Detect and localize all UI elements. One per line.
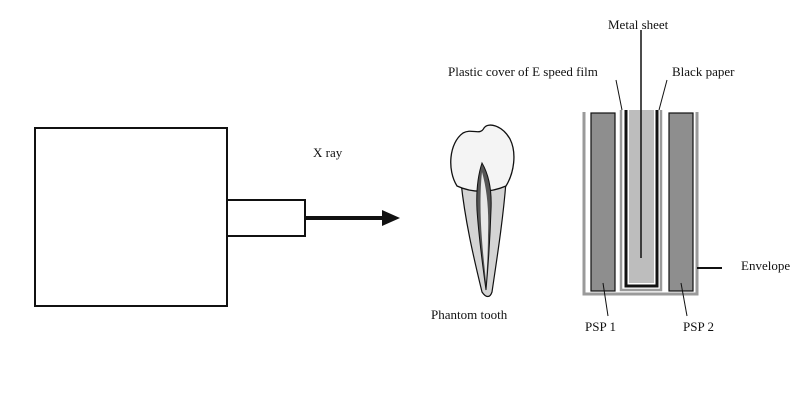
plastic-cover-label: Plastic cover of E speed film xyxy=(448,64,598,79)
psp-2-leader xyxy=(680,282,688,317)
xray-cone xyxy=(226,199,306,237)
phantom-tooth-label: Phantom tooth xyxy=(431,307,508,322)
black-paper-label: Black paper xyxy=(672,64,735,79)
psp-2-plate xyxy=(668,112,694,292)
phantom-tooth xyxy=(450,124,515,298)
plastic-cover-leader xyxy=(615,79,623,111)
envelope-label: Envelope xyxy=(741,258,790,273)
xray-tube-housing xyxy=(34,127,228,307)
metal-sheet-label: Metal sheet xyxy=(608,17,669,32)
film-stack xyxy=(582,30,722,296)
psp-1-leader xyxy=(602,282,609,317)
tooth-crown xyxy=(450,124,515,192)
xray-beam-arrow xyxy=(305,210,400,226)
xray-unit xyxy=(34,127,306,307)
psp-1-label: PSP 1 xyxy=(585,319,616,334)
envelope-outline xyxy=(582,112,699,296)
psp-2-label: PSP 2 xyxy=(683,319,714,334)
xray-label: X ray xyxy=(313,145,343,160)
psp-1-plate xyxy=(590,112,616,292)
black-paper-leader xyxy=(658,79,668,111)
black-paper xyxy=(624,110,659,288)
plastic-cover xyxy=(619,110,663,292)
